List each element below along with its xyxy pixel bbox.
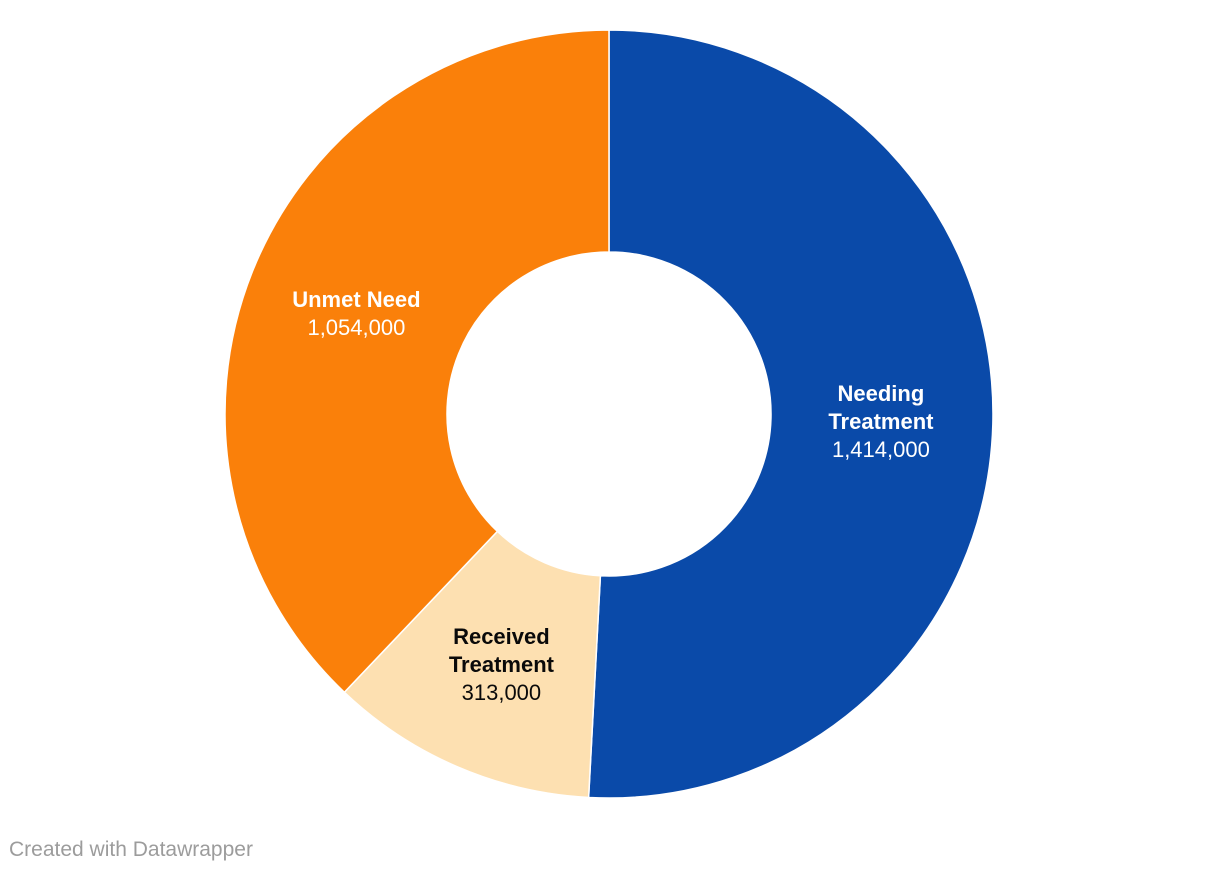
pie-slice-unmet-need[interactable] [224,29,610,694]
datawrapper-attribution-link[interactable]: Created with Datawrapper [9,838,253,861]
pie-slice-received-treatment[interactable] [343,530,602,799]
pie-slice-needing-treatment[interactable] [587,29,994,799]
